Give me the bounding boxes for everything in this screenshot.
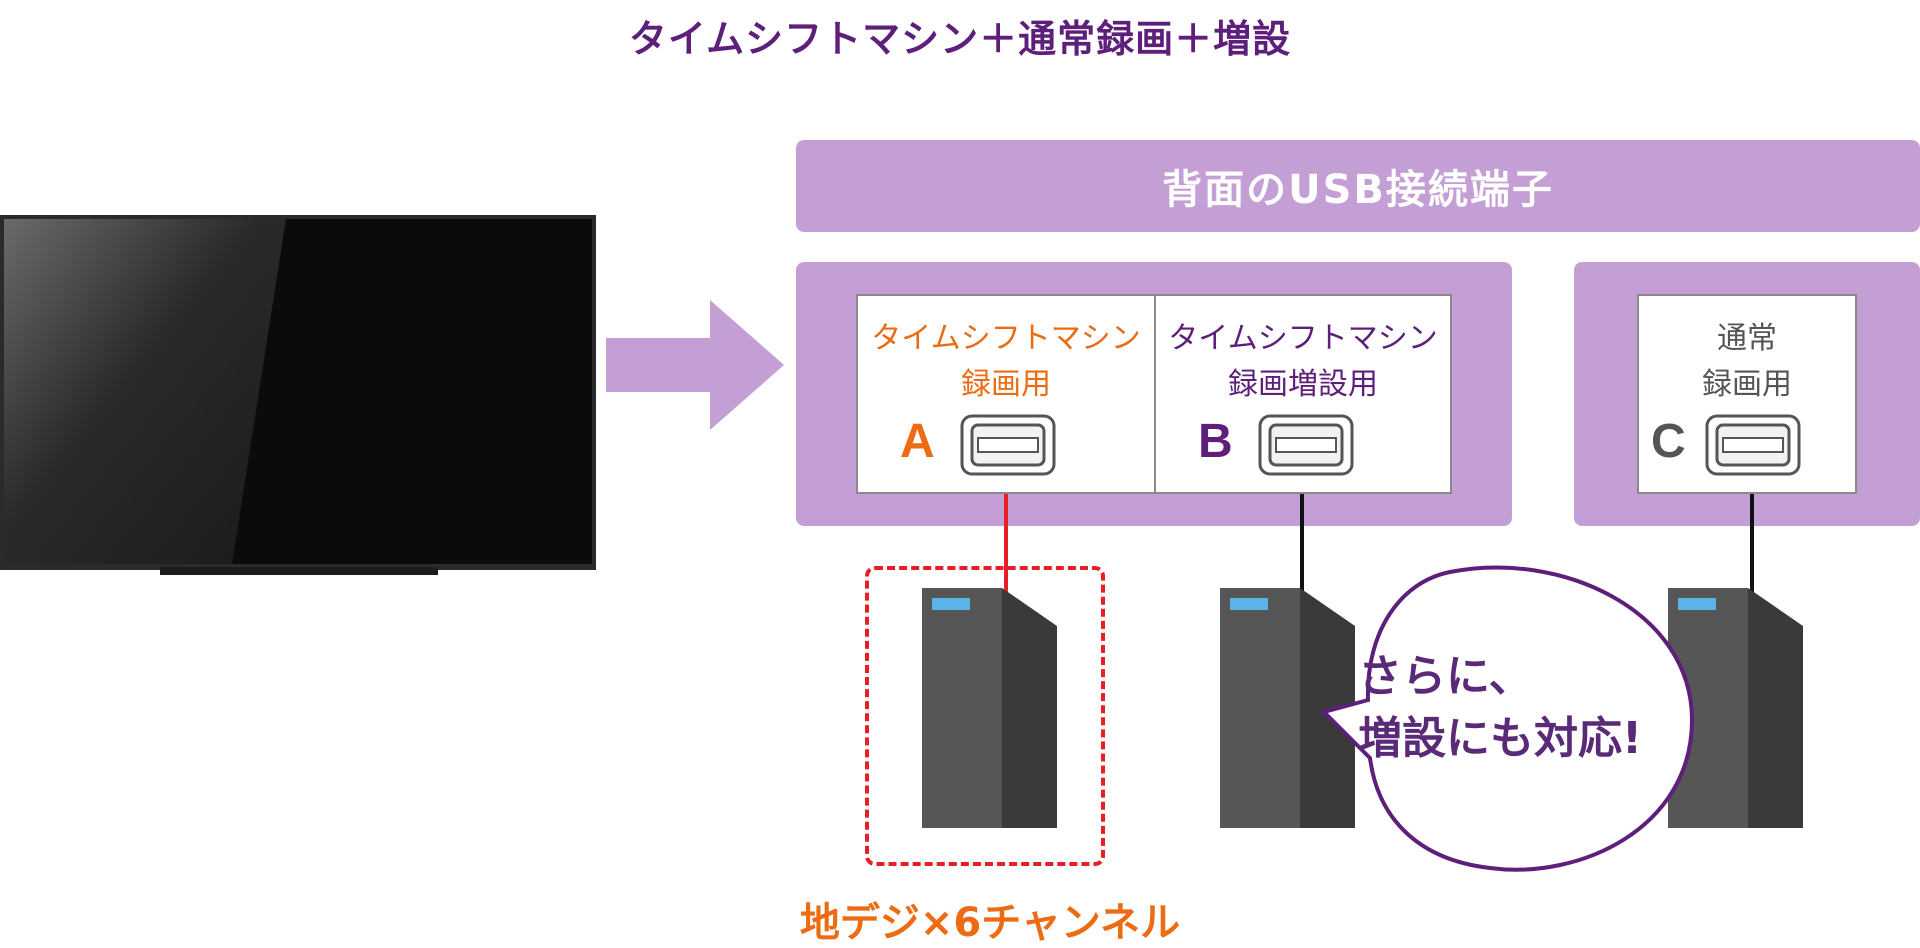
usb-terminals-banner: 背面のUSB接続端子 <box>796 140 1920 232</box>
usb-port-a-icon <box>960 414 1056 476</box>
port-c-label: 通常 録画用 <box>1702 321 1792 402</box>
usb-port-b-box: タイムシフトマシン 録画増設用 B <box>1154 294 1452 494</box>
usb-port-b-icon <box>1258 414 1354 476</box>
speech-bubble <box>1320 565 1695 872</box>
usb-port-c-box: 通常 録画用 C <box>1637 294 1857 494</box>
port-a-letter: A <box>900 415 935 468</box>
arrow-right-icon <box>606 300 784 430</box>
port-b-label: タイムシフトマシン 録画増設用 <box>1168 321 1438 402</box>
channel-count-label: 地デジ×6チャンネル <box>799 900 1181 946</box>
port-a-label: タイムシフトマシン 録画用 <box>871 321 1141 402</box>
usb-port-c-icon <box>1705 414 1801 476</box>
hdd-a-icon <box>922 588 1057 828</box>
highlight-dashed-box <box>865 566 1105 866</box>
speech-bubble-text: さらに、 増設にも対応! <box>1358 651 1643 764</box>
hdd-b-icon <box>1220 588 1355 828</box>
diagram-title: タイムシフトマシン＋通常録画＋増設 <box>628 17 1292 61</box>
tv-image <box>0 215 596 575</box>
usb-port-a-box: タイムシフトマシン 録画用 A <box>856 294 1156 494</box>
port-c-letter: C <box>1651 415 1686 468</box>
port-b-letter: B <box>1198 415 1233 468</box>
